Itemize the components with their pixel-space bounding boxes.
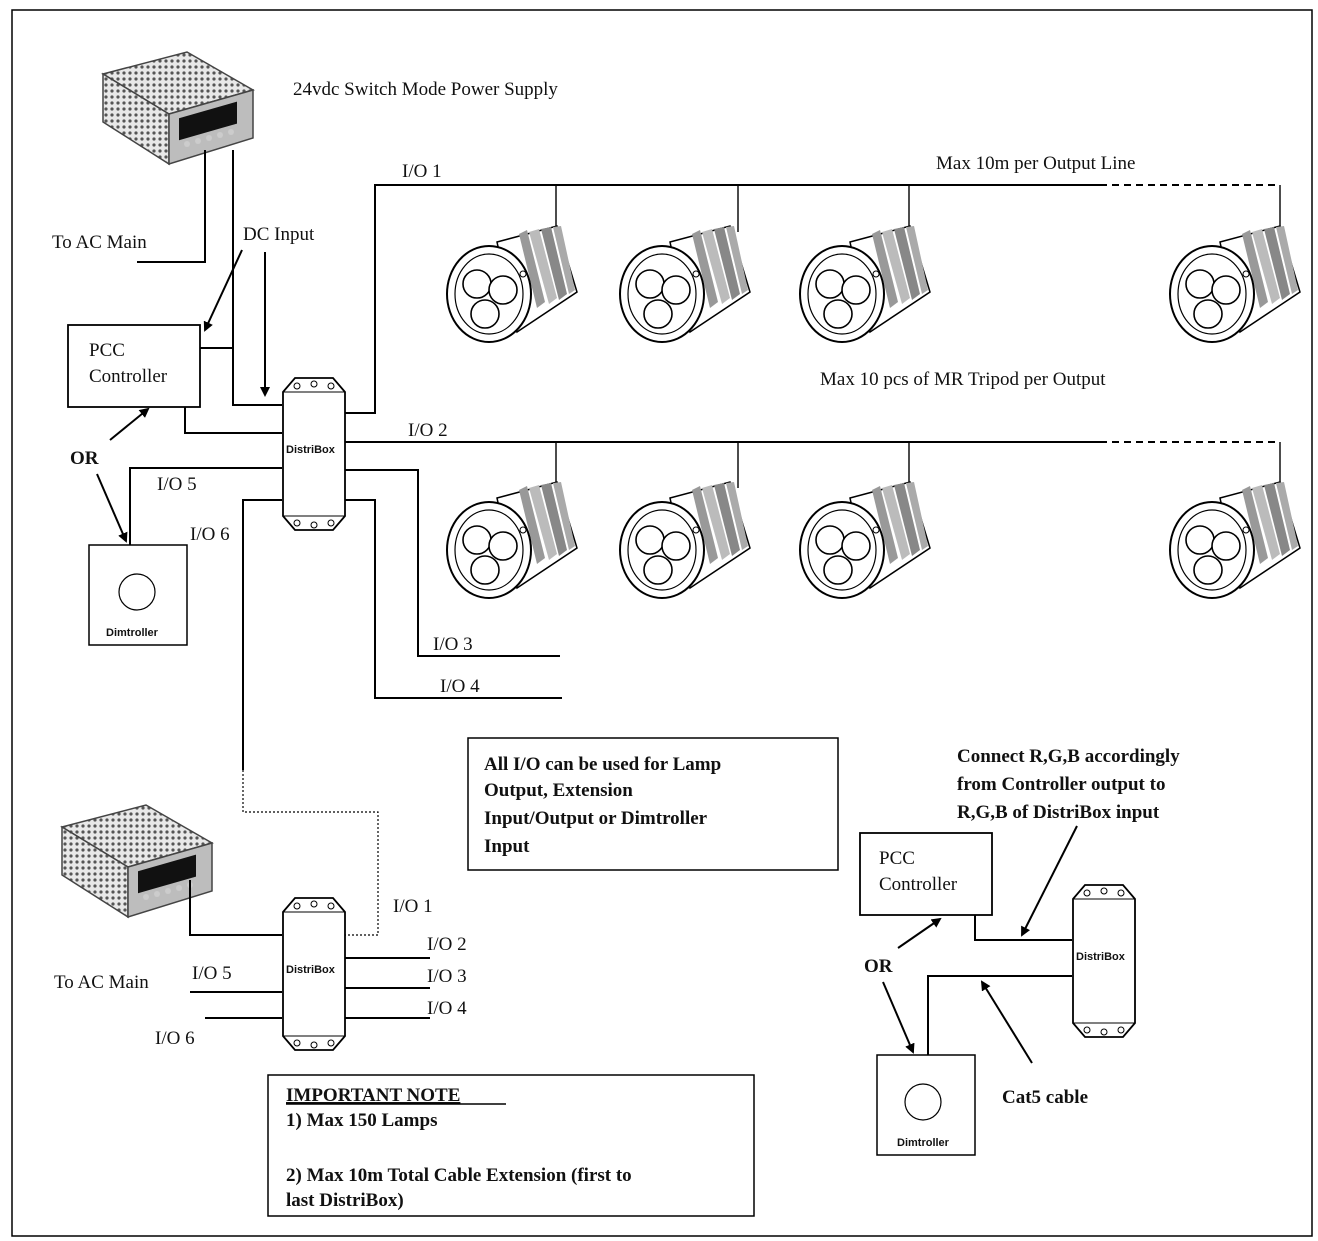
lamp-row2-3 [799,481,931,599]
br-dimtroller-wire [927,975,1072,1058]
lamp-row1-2 [619,225,751,343]
io4-label: I/O 4 [440,676,480,697]
connect-arrow [1021,825,1078,937]
page-frame [11,9,1313,1237]
dc-power-wire [232,150,282,406]
info-box [467,737,839,871]
distribox-top-label: DistriBox [286,444,336,456]
br-or-arrow-up [897,917,942,949]
cable-label: Cat5 cable [1002,1087,1088,1108]
pcc-controller-line2: Controller [89,366,168,387]
ac-main-label: To AC Main [52,232,147,253]
br-or-arrow-down [882,981,915,1054]
br-pcc-controller-line1: PCC [879,848,915,869]
io2-label: I/O 2 [408,420,448,441]
br-dimtroller-knob [904,1083,942,1121]
dc-input-arrow-left [203,249,243,332]
lamp-row1-3 [799,225,931,343]
dimtroller-label: Dimtroller [106,627,159,639]
controller-to-distribox-wire [184,407,282,434]
bottom-psu-dc-wire [189,880,282,936]
note-item-1: 1) Max 150 Lamps [286,1110,437,1131]
br-pcc-controller-line2: Controller [879,874,958,895]
info-line-4: Input [484,836,530,857]
io6-label: I/O 6 [190,524,230,545]
note-item-2-line-1: 2) Max 10m Total Cable Extension (first … [286,1165,632,1186]
note-item-2-line-2: last DistriBox) [286,1190,404,1211]
br-controller-wire [974,915,1072,941]
connect-line-3: R,G,B of DistriBox input [957,802,1160,823]
max-pcs-label: Max 10 pcs of MR Tripod per Output [820,369,1106,390]
top-psu [102,51,254,165]
io3-wire [345,469,560,657]
bottom-ac-main-label: To AC Main [54,972,149,993]
info-line-3: Input/Output or Dimtroller [484,808,708,829]
or-arrow-up [109,407,150,441]
or-arrow-down [96,473,128,543]
dc-input-label: DC Input [243,224,315,245]
bottom-io6-label: I/O 6 [155,1028,195,1049]
io4-wire [345,499,562,699]
ac-main-wire [137,150,206,263]
distribox-bottom-label: DistriBox [286,964,336,976]
pcc-controller-line1: PCC [89,340,125,361]
bottom-io2-label: I/O 2 [427,934,467,955]
note-title: IMPORTANT NOTE [286,1085,460,1106]
lamp-row2-2 [619,481,751,599]
io1-label: I/O 1 [402,161,442,182]
cable-arrow [980,980,1033,1064]
br-or-label: OR [864,956,893,977]
dimtroller-knob [118,573,156,611]
bottom-io5-label: I/O 5 [192,963,232,984]
info-line-2: Output, Extension [484,780,633,801]
lamp-row1-4 [1169,225,1301,343]
note-box [267,1074,755,1217]
io5-label: I/O 5 [157,474,197,495]
lamp-row1-1 [446,225,578,343]
bottom-io3-label: I/O 3 [427,966,467,987]
io6-extension-wire [242,499,282,770]
lamp-row2-4 [1169,481,1301,599]
io6-extension-dotted [242,770,379,936]
connect-line-2: from Controller output to [957,774,1165,795]
or-label: OR [70,448,99,469]
info-line-1: All I/O can be used for Lamp [484,754,721,775]
psu-label: 24vdc Switch Mode Power Supply [293,79,558,100]
connect-line-1: Connect R,G,B accordingly [957,746,1180,767]
bottom-io4-label: I/O 4 [427,998,467,1019]
br-distribox-label: DistriBox [1076,951,1126,963]
max-line-label: Max 10m per Output Line [936,153,1135,174]
br-dimtroller-label: Dimtroller [897,1137,950,1149]
lamp-row2-1 [446,481,578,599]
io5-wire [129,467,282,545]
io3-label: I/O 3 [433,634,473,655]
pcc-controller [67,324,201,408]
br-pcc-controller [859,832,993,916]
bottom-io1-label: I/O 1 [393,896,433,917]
